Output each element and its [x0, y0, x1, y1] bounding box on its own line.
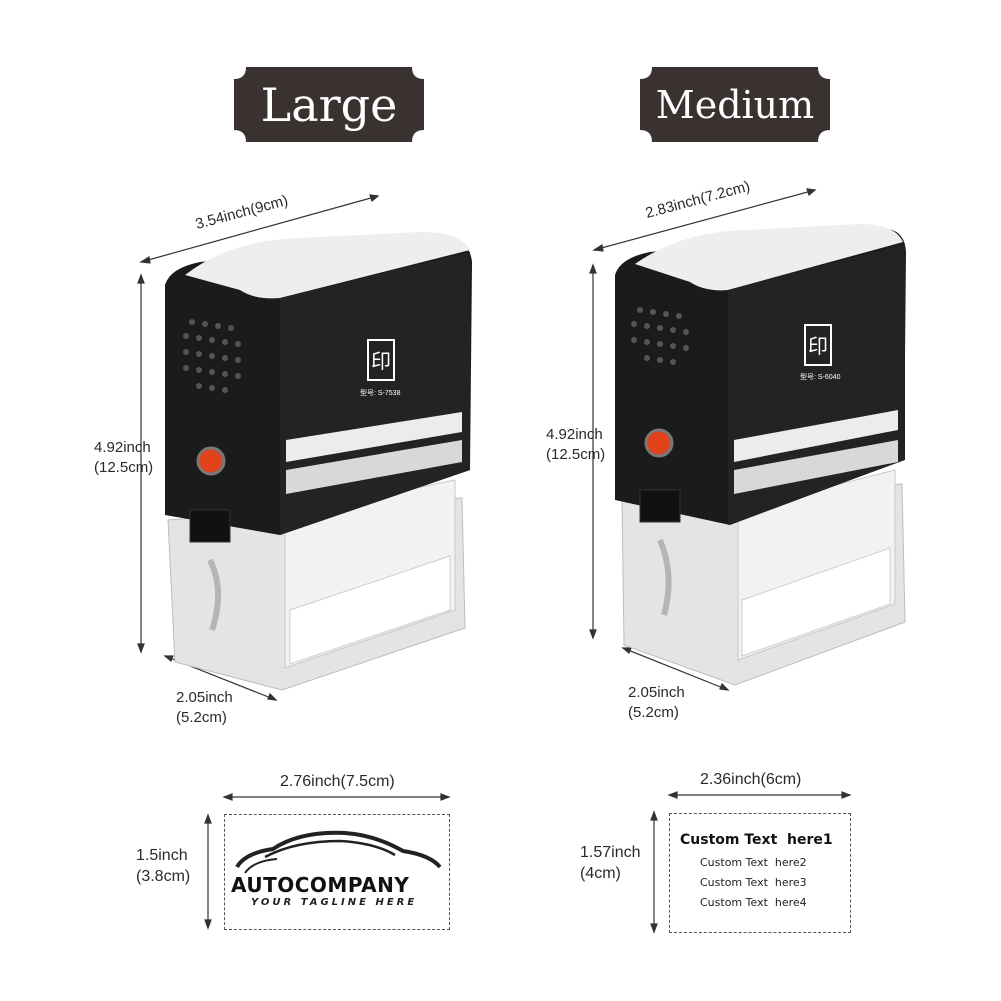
medium-depth-label: 2.05inch (5.2cm) — [628, 683, 685, 723]
medium-size-banner: Medium — [640, 67, 830, 142]
medium-height-label: 4.92inch (12.5cm) — [546, 425, 605, 465]
large-imprint-height-inch: 1.5inch — [136, 847, 188, 864]
medium-depth-inch: 2.05inch — [628, 684, 685, 701]
large-imprint-sample: AUTOCOMPANY YOUR TAGLINE HERE — [224, 814, 450, 930]
large-imprint-width-label: 2.76inch(7.5cm) — [280, 773, 395, 790]
large-depth-cm: (5.2cm) — [176, 709, 227, 726]
medium-size-label: Medium — [655, 82, 815, 127]
medium-imprint-height-inch: 1.57inch — [580, 844, 641, 861]
medium-model-text: 型号: S-6040 — [800, 374, 841, 381]
large-imprint-height-cm: (3.8cm) — [136, 868, 191, 885]
medium-imprint-height-label: 1.57inch (4cm) — [580, 842, 641, 884]
large-imprint-height-label: 1.5inch (3.8cm) — [136, 845, 190, 887]
large-size-banner: Large — [234, 67, 424, 142]
imprint-tagline-text: YOUR TAGLINE HERE — [251, 897, 418, 908]
custom-text-line-2: Custom Text here2 — [700, 856, 807, 869]
large-model-text: 型号: S-7538 — [360, 390, 401, 397]
banner-shape-icon — [640, 67, 830, 142]
medium-imprint-width-label: 2.36inch(6cm) — [700, 771, 802, 788]
large-height-label: 4.92inch (12.5cm) — [94, 438, 153, 478]
custom-text-line-1: Custom Text here1 — [680, 832, 833, 848]
large-height-cm: (12.5cm) — [94, 459, 154, 476]
large-height-inch: 4.92inch — [94, 439, 151, 456]
car-logo-icon — [235, 830, 442, 874]
large-depth-label: 2.05inch (5.2cm) — [176, 688, 233, 728]
medium-height-cm: (12.5cm) — [546, 446, 606, 463]
custom-text-line-3: Custom Text here3 — [700, 876, 807, 889]
banner-shape-icon — [234, 67, 424, 142]
large-depth-inch: 2.05inch — [176, 689, 233, 706]
medium-depth-cm: (5.2cm) — [628, 704, 679, 721]
medium-imprint-height-cm: (4cm) — [580, 865, 621, 882]
large-size-label: Large — [260, 77, 398, 132]
medium-imprint-sample: Custom Text here1 Custom Text here2 Cust… — [669, 813, 851, 933]
svg-text:印: 印 — [808, 334, 828, 358]
custom-text-line-4: Custom Text here4 — [700, 896, 807, 909]
medium-height-inch: 4.92inch — [546, 426, 603, 443]
imprint-brand-text: AUTOCOMPANY — [231, 873, 410, 897]
svg-text:印: 印 — [371, 349, 391, 373]
